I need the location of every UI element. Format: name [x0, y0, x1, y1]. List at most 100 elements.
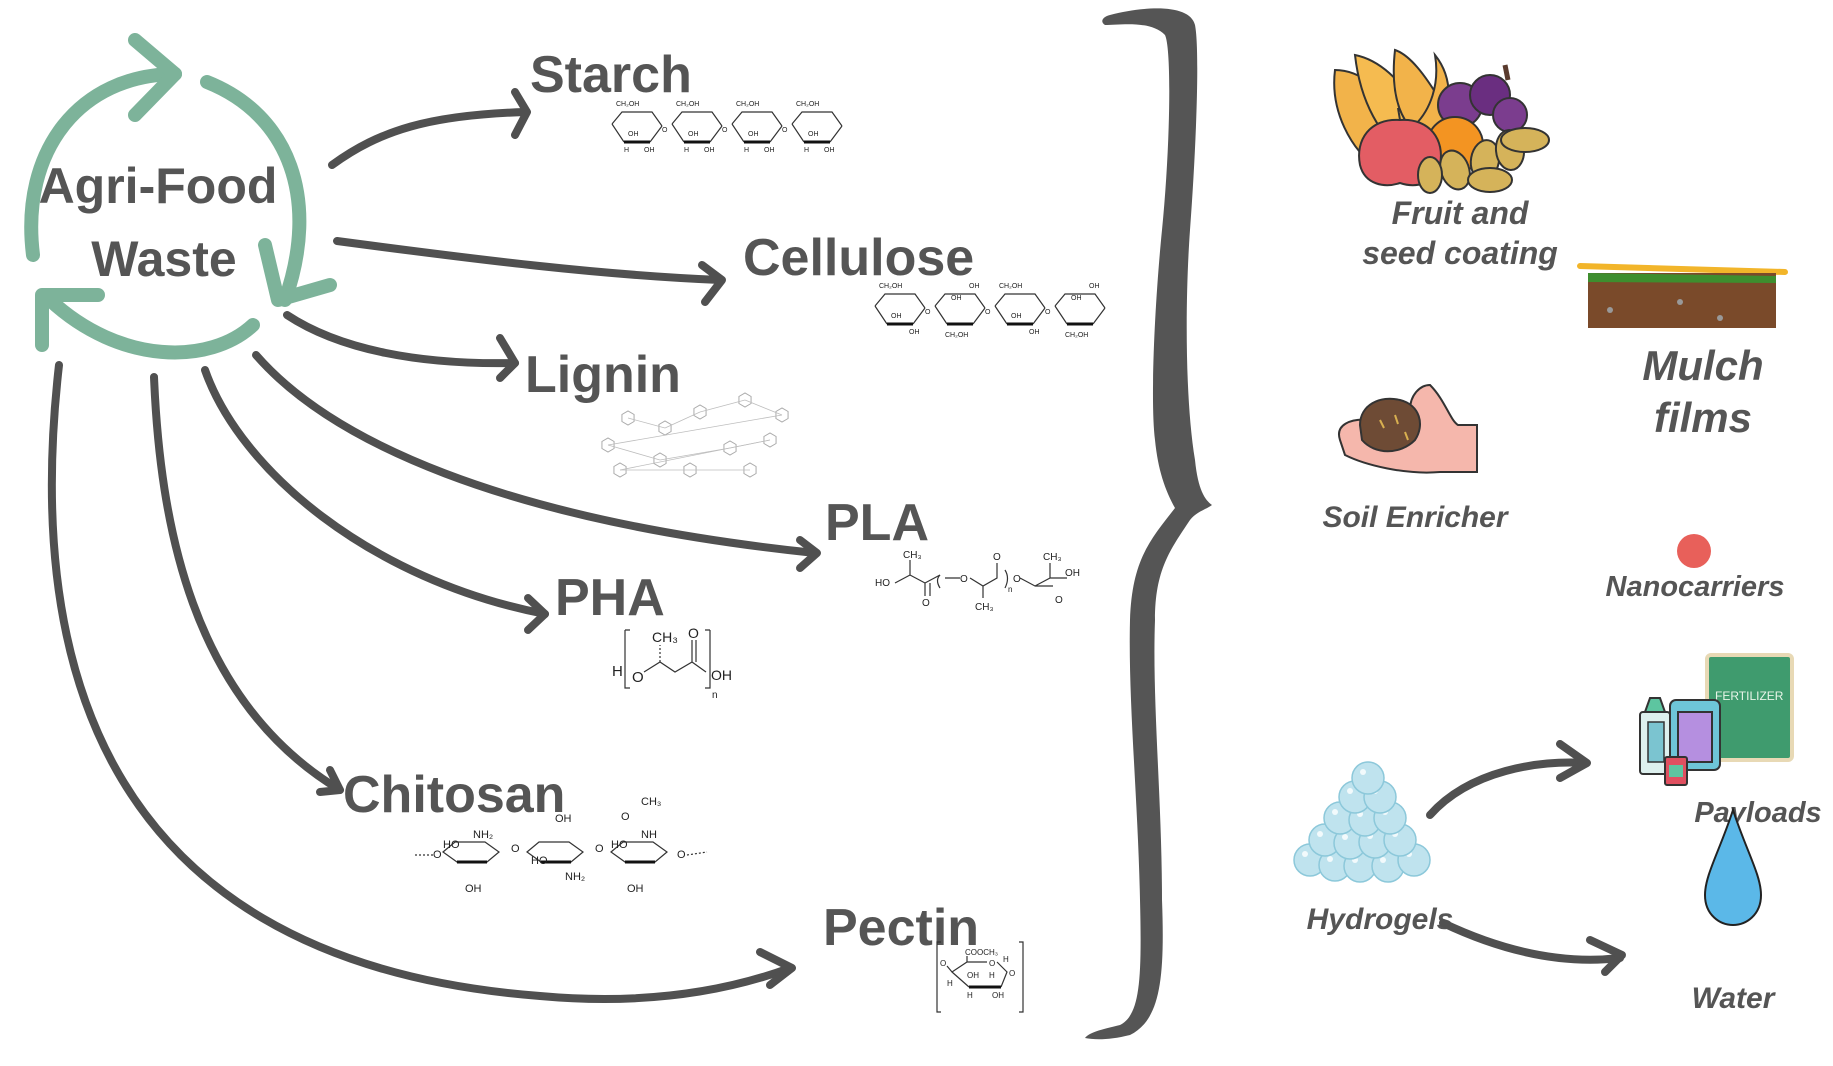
svg-text:O: O — [595, 843, 604, 855]
agrochemicals-icon: FERTILIZER — [1639, 653, 1794, 786]
svg-text:H: H — [684, 147, 689, 154]
svg-text:H: H — [804, 147, 809, 154]
cycle-arrowhead-bottom — [35, 288, 105, 352]
nanoparticle-icon — [1677, 534, 1711, 568]
lignin-bond — [627, 417, 666, 429]
svg-text:NH: NH — [641, 829, 657, 841]
svg-text:CH₂OH: CH₂OH — [999, 283, 1022, 290]
soil-mulch-icon — [1577, 263, 1788, 328]
lignin-ring — [621, 410, 635, 426]
lignin-bond — [619, 439, 771, 471]
svg-text:O: O — [985, 309, 991, 316]
svg-text:O: O — [960, 574, 968, 585]
svg-text:O: O — [989, 959, 995, 968]
application-mulch-films-line2: films — [1654, 394, 1752, 441]
arrow-to-pha — [201, 366, 549, 634]
svg-text:OH: OH — [764, 147, 775, 154]
application-water: Water — [1692, 982, 1777, 1015]
svg-text:OH: OH — [688, 131, 699, 138]
lignin-ring — [683, 462, 697, 478]
svg-text:HO: HO — [531, 855, 548, 867]
svg-text:OH: OH — [824, 147, 835, 154]
svg-text:OH: OH — [891, 313, 902, 320]
svg-text:OH: OH — [951, 295, 962, 302]
hydrogel-bead — [1351, 761, 1385, 795]
svg-text:CH₂OH: CH₂OH — [616, 101, 639, 108]
svg-text:OH: OH — [992, 991, 1004, 1000]
arrow-to-cellulose — [333, 237, 726, 306]
svg-text:OH: OH — [909, 329, 920, 336]
application-hydrogels: Hydrogels — [1307, 903, 1454, 936]
application-fruit-seed-coating-line1: Fruit and — [1392, 195, 1530, 231]
lignin-ring — [763, 432, 777, 448]
pla-structure-icon: HO CH₃ O O O CH₃ n O CH₃ OH O — [875, 550, 1080, 613]
arrow-to-chitosan — [150, 373, 344, 796]
svg-text:HO: HO — [443, 839, 460, 851]
source-title-line1: Agri-Food — [39, 158, 278, 214]
polymer-label-cellulose: Cellulose — [743, 229, 974, 287]
svg-text:H: H — [989, 971, 995, 980]
polymer-label-pectin: Pectin — [823, 899, 979, 957]
svg-text:n: n — [712, 690, 718, 701]
hand-soil-icon — [1338, 383, 1478, 474]
source-title-line2: Waste — [91, 231, 236, 287]
svg-text:CH₃: CH₃ — [641, 796, 661, 808]
flow-arrows — [47, 88, 821, 1004]
pectin-structure-icon: COOCH₃ O O OH H H O H H OH — [936, 941, 1024, 1013]
lignin-ring — [693, 404, 707, 420]
lignin-bond — [664, 411, 701, 429]
pha-structure-icon: H O CH₃ O OH n — [612, 625, 732, 701]
application-soil-enricher: Soil Enricher — [1322, 501, 1509, 534]
svg-text:H: H — [947, 979, 953, 988]
polymer-label-starch: Starch — [530, 46, 692, 104]
svg-text:OH: OH — [808, 131, 819, 138]
svg-text:O: O — [940, 959, 946, 968]
svg-text:OH: OH — [627, 883, 644, 895]
svg-text:OH: OH — [465, 883, 482, 895]
svg-text:O: O — [782, 127, 788, 134]
arrow-to-pla — [252, 351, 821, 572]
svg-text:O: O — [922, 598, 930, 609]
svg-text:CH₃: CH₃ — [652, 629, 678, 645]
svg-text:HO: HO — [611, 839, 628, 851]
svg-text:O: O — [662, 127, 668, 134]
lignin-bond — [607, 414, 783, 446]
svg-text:CH₃: CH₃ — [975, 602, 994, 613]
svg-text:OH: OH — [704, 147, 715, 154]
hydrogel-beads-icon — [1293, 761, 1431, 883]
lignin-bond — [744, 399, 783, 416]
application-payloads: Payloads — [1694, 797, 1821, 829]
svg-text:OH: OH — [555, 813, 572, 825]
chitosan-structure-icon: O HO NH₂ OH O OH HO NH₂ O HO NH CH₃ O OH… — [415, 796, 708, 895]
svg-text:H: H — [612, 663, 623, 680]
svg-text:OH: OH — [1071, 295, 1082, 302]
svg-text:OH: OH — [1029, 329, 1040, 336]
svg-text:O: O — [925, 309, 931, 316]
svg-text:H: H — [624, 147, 629, 154]
svg-text:CH₃: CH₃ — [903, 550, 922, 561]
arrow-to-pectin — [47, 361, 796, 1004]
lignin-ring — [738, 392, 752, 408]
svg-text:OH: OH — [748, 131, 759, 138]
svg-text:O: O — [1045, 309, 1051, 316]
cycle-arc-top — [24, 67, 182, 262]
svg-text:CH₂OH: CH₂OH — [1065, 332, 1088, 339]
curly-brace-icon — [1085, 8, 1212, 1040]
lignin-ring — [743, 462, 757, 478]
polymer-label-pla: PLA — [825, 494, 929, 552]
lignin-bond — [699, 399, 746, 413]
svg-text:CH₂OH: CH₂OH — [796, 101, 819, 108]
svg-text:OH: OH — [1065, 568, 1080, 579]
application-mulch-films-line1: Mulch — [1642, 342, 1763, 389]
svg-text:O: O — [1009, 969, 1015, 978]
fruits-seeds-icon — [1333, 48, 1550, 194]
svg-text:O: O — [632, 669, 644, 686]
lignin-ring — [613, 462, 627, 478]
starch-ring: CH₂OH OH OH H — [791, 101, 843, 154]
fertilizer-bag-label: FERTILIZER — [1715, 689, 1784, 703]
